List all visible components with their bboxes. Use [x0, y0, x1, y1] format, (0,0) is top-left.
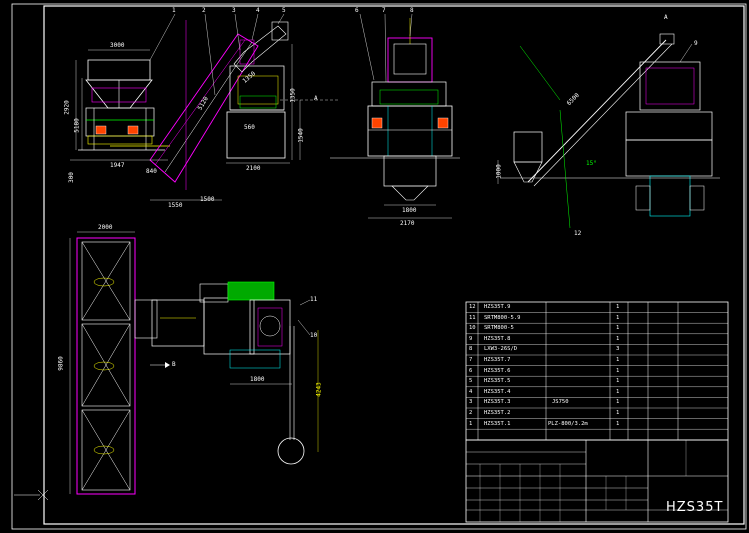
table-row-no: 12: [469, 304, 476, 310]
table-row-no: 9: [469, 335, 473, 342]
table-row-qty: 1: [616, 304, 620, 310]
table-row-no: 2: [469, 410, 473, 416]
table-row-qty: 1: [616, 367, 620, 374]
callout-1: 1: [172, 7, 176, 14]
callout-5: 5: [282, 7, 286, 14]
view-front-elevation: [330, 13, 460, 219]
dim-3000: 3000: [110, 42, 125, 49]
section-a-label: A: [314, 95, 318, 102]
sheet-border-outer: [11, 3, 747, 530]
callout-4: 4: [256, 7, 260, 14]
title-block: [465, 439, 729, 523]
table-row-no: 11: [469, 314, 476, 321]
dim-angle-15: 15°: [586, 160, 597, 167]
callout-2: 2: [202, 7, 206, 14]
view3-a-label: A: [664, 14, 668, 21]
table-row-code: HZS35T.3: [484, 399, 511, 406]
dim-plan-1800: 1800: [250, 376, 265, 383]
dim-1350: 1350: [289, 88, 297, 103]
view-side-elevation: [70, 13, 340, 201]
dim-2170: 2170: [400, 220, 415, 227]
plan-callout-10: 10: [310, 332, 318, 339]
table-row-qty: 1: [616, 325, 620, 332]
callout-7: 7: [382, 7, 386, 14]
table-row-code: SRTM800-5.9: [484, 314, 521, 321]
table-row-no: 7: [469, 357, 473, 363]
table-row-desc: JS750: [552, 399, 569, 406]
table-row-code: HZS35T.4: [484, 388, 511, 395]
dim-300: 300: [67, 172, 75, 183]
table-row-code: HZS35T.7: [484, 357, 511, 363]
view-screw-layout: [497, 33, 720, 229]
table-row-desc: PLZ-800/3.2m: [548, 420, 588, 427]
dim-2000: 2000: [98, 224, 113, 231]
dim-4243: 4243: [315, 382, 323, 397]
callout-3: 3: [232, 7, 236, 14]
table-row-qty: 3: [616, 346, 620, 353]
table-row-code: LXW3-26S/D: [484, 346, 518, 353]
table-row-code: HZS35T.9: [484, 304, 511, 310]
table-row-qty: 1: [616, 335, 620, 342]
dim-1000: 1000: [495, 164, 503, 179]
table-row-no: 4: [469, 388, 473, 395]
dim-840: 840: [146, 168, 157, 175]
table-row-code: HZS35T.8: [484, 335, 511, 342]
sheet-border-inner: [43, 5, 745, 525]
dim-2920: 2920: [63, 100, 71, 115]
table-row-no: 10: [469, 325, 476, 332]
table-row-qty: 1: [616, 410, 620, 416]
dim-560: 560: [244, 124, 255, 131]
table-row-code: SRTM800-5: [484, 325, 514, 332]
dim-1947: 1947: [110, 162, 125, 169]
callout-9: 9: [694, 40, 698, 47]
table-row-no: 8: [469, 346, 473, 353]
table-row-no: 6: [469, 367, 473, 374]
dim-1800: 1800: [402, 207, 417, 214]
callout-12: 12: [574, 230, 582, 237]
view-plan: [14, 231, 319, 501]
table-row-no: 1: [469, 420, 473, 427]
dim-2100: 2100: [246, 165, 261, 172]
table-row-code: HZS35T.5: [484, 378, 511, 385]
dim-9860: 9860: [57, 356, 65, 371]
table-row-no: 3: [469, 399, 473, 406]
dim-1500: 1500: [200, 196, 215, 203]
table-row-qty: 1: [616, 314, 620, 321]
dim-1540: 1540: [297, 128, 305, 143]
table-row-qty: 1: [616, 378, 620, 385]
table-row-qty: 1: [616, 420, 620, 427]
table-row-no: 5: [469, 378, 473, 385]
table-row-qty: 1: [616, 388, 620, 395]
dim-5180: 5180: [73, 118, 81, 133]
table-row-qty: 1: [616, 399, 620, 406]
plan-callout-11: 11: [310, 296, 318, 303]
table-row-qty: 1: [616, 357, 620, 363]
table-row-code: HZS35T.1: [484, 420, 511, 427]
callout-6: 6: [355, 7, 359, 14]
table-row-code: HZS35T.6: [484, 367, 511, 374]
callout-8: 8: [410, 7, 414, 14]
table-row-code: HZS35T.2: [484, 410, 511, 416]
dim-1550: 1550: [168, 202, 183, 209]
view-b-label: B: [172, 361, 176, 368]
drawing-title: HZS35T: [666, 500, 724, 515]
